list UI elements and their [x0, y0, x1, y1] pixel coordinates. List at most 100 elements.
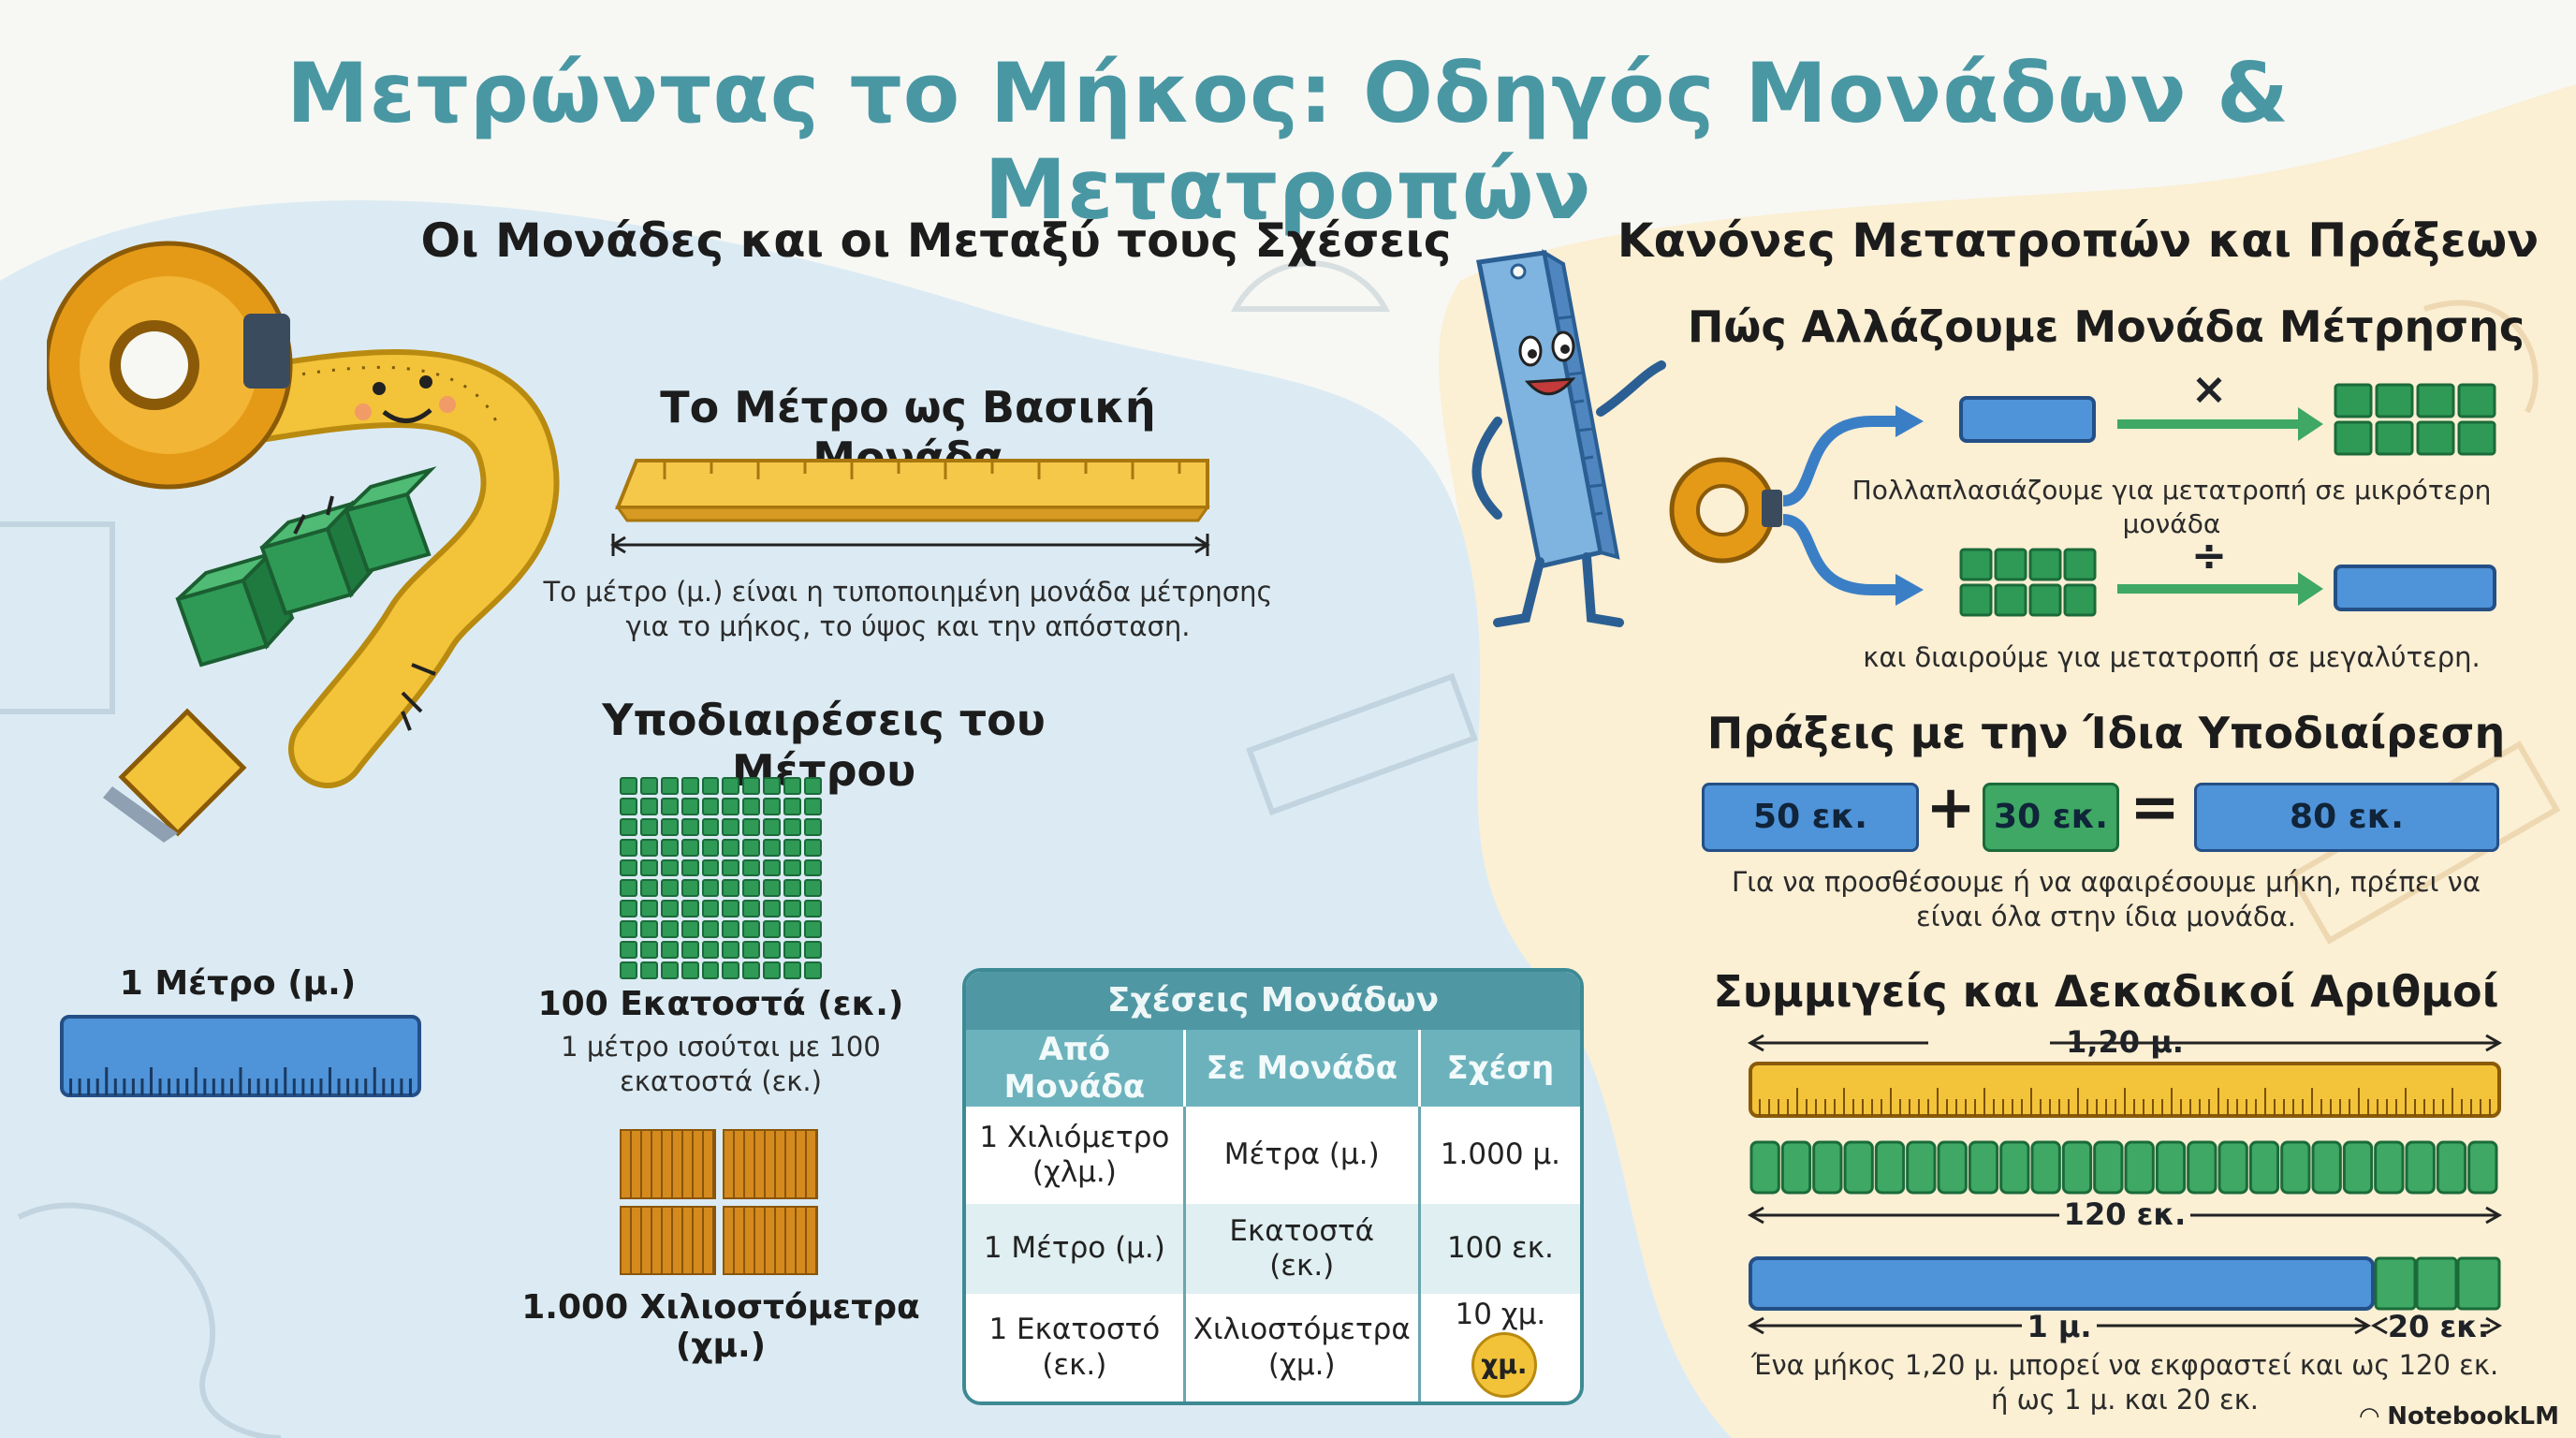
- cell-to-line2: (χμ.): [1267, 1347, 1336, 1382]
- cm-cell: [701, 858, 720, 877]
- green-segment: [2342, 1140, 2374, 1195]
- mixed-numbers-caption-line2: ή ως 1 μ. και 20 εκ.: [1990, 1384, 2260, 1416]
- mm-label: 1.000 Χιλιοστόμετρα (χμ.): [521, 1288, 920, 1365]
- unit-relations-table: Σχέσεις Μονάδων Από Μονάδα Σε Μονάδα Σχέ…: [962, 968, 1584, 1406]
- cm-cell: [681, 777, 699, 795]
- cell-from-line1: 1 Εκατοστό: [988, 1313, 1161, 1347]
- green-segment: [1812, 1140, 1843, 1195]
- cm-cell: [783, 858, 802, 877]
- green-segment: [1937, 1140, 1968, 1195]
- cm-cell: [701, 797, 720, 815]
- cm-cell: [639, 941, 658, 960]
- cm-cell: [660, 797, 679, 815]
- cm-cell: [639, 900, 658, 918]
- cm-cell: [620, 797, 637, 815]
- cm-cell: [681, 817, 699, 836]
- plus-sign: +: [1925, 773, 1976, 843]
- cm-cell: [722, 941, 740, 960]
- label-120-cm: 120 εκ.: [2063, 1196, 2187, 1232]
- right-section-heading: Κανόνες Μετατροπών και Πράξεων: [1617, 213, 2539, 268]
- green-segment: [2467, 1140, 2498, 1195]
- green-segment: [2093, 1140, 2124, 1195]
- same-subdivision-caption-line1: Για να προσθέσουμε ή να αφαιρέσουμε μήκη…: [1732, 866, 2481, 898]
- cm-cell: [804, 920, 822, 939]
- one-meter-bar: [60, 1015, 421, 1097]
- cm-cell: [783, 817, 802, 836]
- green-segment: [1906, 1140, 1937, 1195]
- cm-cell: [681, 920, 699, 939]
- table-row: 1 Μέτρο (μ.) Εκατοστά (εκ.) 100 εκ.: [966, 1204, 1580, 1294]
- same-subdivision-heading: Πράξεις με την Ίδια Υποδιαίρεση: [1706, 708, 2506, 758]
- cell-from: 1 Μέτρο (μ.): [966, 1204, 1185, 1294]
- cm-cell: [763, 920, 782, 939]
- conversion-diagram: [1669, 383, 2496, 617]
- same-subdivision-caption: Για να προσθέσουμε ή να αφαιρέσουμε μήκη…: [1713, 865, 2499, 934]
- cm-cell: [660, 920, 679, 939]
- cm-cell: [660, 941, 679, 960]
- cm-cell: [620, 858, 637, 877]
- cm-cell: [681, 797, 699, 815]
- cell-from-line2: (χλμ.): [1032, 1155, 1117, 1189]
- cm-cell: [701, 920, 720, 939]
- cell-from-line2: (εκ.): [1042, 1347, 1107, 1382]
- header-to: Σε Μονάδα: [1182, 1030, 1420, 1107]
- cm-label: 100 Εκατοστά (εκ.): [537, 985, 904, 1023]
- cm-cell: [763, 941, 782, 960]
- cm-cell: [660, 858, 679, 877]
- cell-from: 1 Χιλιόμετρο(χλμ.): [966, 1107, 1185, 1204]
- cm-cell: [660, 879, 679, 898]
- cm-cell: [701, 900, 720, 918]
- label-1-20-m: 1,20 μ.: [2066, 1024, 2184, 1060]
- cm-cell: [763, 777, 782, 795]
- cm-cell: [783, 838, 802, 857]
- header-relation: Σχέση: [1417, 1030, 1580, 1107]
- cm-cell: [620, 941, 637, 960]
- cm-cell: [763, 817, 782, 836]
- cell-from-line1: 1 Χιλιόμετρο: [979, 1120, 1170, 1154]
- cm-cell: [681, 858, 699, 877]
- cell-relation: 10 χμ.χμ.: [1417, 1294, 1580, 1402]
- cm-cell: [722, 838, 740, 857]
- cm-cell: [639, 797, 658, 815]
- value-b-box: 30 εκ.: [1983, 783, 2119, 852]
- cm-cell: [804, 777, 822, 795]
- cm-cell: [783, 941, 802, 960]
- cm-cell: [742, 961, 761, 979]
- left-section-heading: Οι Μονάδες και οι Μεταξύ τους Σχέσεις: [420, 213, 1452, 268]
- mm-block: [620, 1205, 716, 1275]
- cm-cell: [804, 817, 822, 836]
- cell-relation: 100 εκ.: [1417, 1204, 1580, 1294]
- cm-cell: [701, 879, 720, 898]
- cm-cell: [639, 920, 658, 939]
- cm-cell: [620, 961, 637, 979]
- cm-caption: 1 μέτρο ισούται με 100 εκατοστά (εκ.): [543, 1030, 899, 1099]
- tape-measure-illustration: [47, 241, 560, 843]
- cm-cell: [681, 941, 699, 960]
- cell-to-line1: Χιλιοστόμετρα: [1193, 1313, 1411, 1347]
- divide-caption: και διαιρούμε για μετατροπή σε μεγαλύτερ…: [1863, 641, 2481, 673]
- cm-cell: [763, 879, 782, 898]
- cm-cell: [804, 941, 822, 960]
- cm-cell: [639, 838, 658, 857]
- green-segment: [1843, 1140, 1874, 1195]
- cell-relation: 1.000 μ.: [1417, 1107, 1580, 1204]
- relations-table-body: Από Μονάδα Σε Μονάδα Σχέση 1 Χιλιόμετρο(…: [966, 1030, 1580, 1402]
- green-segment: [2374, 1140, 2405, 1195]
- green-segment: [1780, 1140, 1812, 1195]
- subdivisions-heading: Υποδιαιρέσεις του Μέτρου: [602, 695, 1046, 796]
- green-segment: [2155, 1140, 2187, 1195]
- green-segment: [2405, 1140, 2436, 1195]
- cm-cell: [701, 961, 720, 979]
- cm-cell: [742, 817, 761, 836]
- table-title: Σχέσεις Μονάδων: [966, 972, 1580, 1030]
- mixed-numbers-caption: Ένα μήκος 1,20 μ. μπορεί να εκφραστεί κα…: [1741, 1348, 2509, 1417]
- thousand-millimeters-blocks: [620, 1129, 818, 1275]
- cm-cell: [722, 777, 740, 795]
- cm-cell: [783, 900, 802, 918]
- cm-cell: [742, 900, 761, 918]
- cm-cell: [620, 900, 637, 918]
- cm-cell: [804, 900, 822, 918]
- cell-from: 1 Εκατοστό(εκ.): [966, 1294, 1185, 1402]
- green-segment: [2187, 1140, 2217, 1195]
- meter-base-caption-line1: Το μέτρο (μ.) είναι η τυποποιημένη μονάδ…: [543, 576, 1273, 608]
